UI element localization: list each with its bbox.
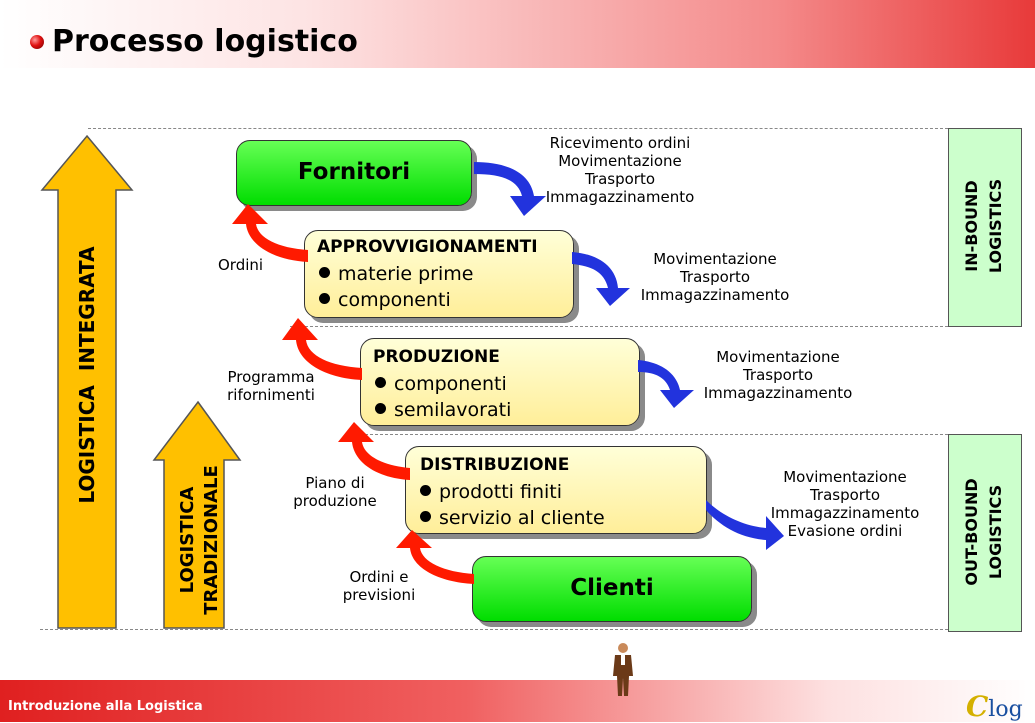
inbound-panel xyxy=(948,128,1022,327)
flow-text: Programma xyxy=(227,368,315,386)
activity-text: Movimentazione xyxy=(716,348,840,366)
list-item: componenti xyxy=(319,289,451,311)
title-bullet-icon xyxy=(30,35,44,49)
bullet-dot-icon xyxy=(375,403,386,414)
bullet-dot-icon xyxy=(420,485,431,496)
item-label: servizio al cliente xyxy=(439,507,605,529)
bullet-dot-icon xyxy=(319,293,330,304)
divider-inbound-bottom xyxy=(290,326,948,327)
flow-text: previsioni xyxy=(342,586,416,604)
item-label: componenti xyxy=(338,289,451,311)
item-label: prodotti finiti xyxy=(439,481,562,503)
logo-text: log xyxy=(988,697,1023,722)
flow-text: Ordini xyxy=(218,256,264,274)
outbound-panel xyxy=(948,434,1022,632)
outbound-line-1: OUT-BOUND xyxy=(962,478,981,586)
programma-label: Programma rifornimenti xyxy=(216,368,326,404)
programma-arrow-icon xyxy=(282,318,362,380)
fornitori-title: Fornitori xyxy=(297,159,411,185)
activity-text: Immagazzinamento xyxy=(640,286,790,304)
produzione-box: PRODUZIONE componenti semilavorati xyxy=(360,338,640,426)
list-item: semilavorati xyxy=(375,399,511,421)
ordini-label: Ordini xyxy=(218,256,263,274)
distribuzione-box: DISTRIBUZIONE prodotti finiti servizio a… xyxy=(405,446,707,534)
list-item: materie prime xyxy=(319,263,473,285)
item-label: materie prime xyxy=(338,263,474,285)
distribuzione-activities: Movimentazione Trasporto Immagazzinament… xyxy=(752,468,938,540)
integrata-text: LOGISTICA INTEGRATA xyxy=(75,246,99,504)
divider-outbound-top xyxy=(350,434,948,435)
outbound-label: OUT-BOUND LOGISTICS xyxy=(960,457,1008,607)
flow-text: produzione xyxy=(293,492,377,510)
list-item: prodotti finiti xyxy=(420,481,562,503)
previsioni-arrow-icon xyxy=(396,530,474,584)
fornitori-activities: Ricevimento ordini Movimentazione Traspo… xyxy=(520,134,720,206)
bullet-dot-icon xyxy=(375,377,386,388)
activity-text: Immagazzinamento xyxy=(703,384,853,402)
distribuzione-title: DISTRIBUZIONE xyxy=(420,455,570,475)
produzione-activities: Movimentazione Trasporto Immagazzinament… xyxy=(683,348,873,402)
piano-arrow-icon xyxy=(338,422,410,480)
page-title: Processo logistico xyxy=(52,24,358,59)
tradizionale-line-2: TRADIZIONALE xyxy=(201,465,222,615)
distribuzione-activity-arrow-icon xyxy=(706,500,784,550)
inbound-label: IN-BOUND LOGISTICS xyxy=(960,156,1008,296)
activity-text: Movimentazione xyxy=(558,152,682,170)
person-icon xyxy=(613,643,633,696)
activity-text: Trasporto xyxy=(679,268,751,286)
activity-text: Movimentazione xyxy=(783,468,907,486)
item-label: componenti xyxy=(394,373,507,395)
activity-text: Trasporto xyxy=(584,170,656,188)
list-item: componenti xyxy=(375,373,507,395)
activity-text: Trasporto xyxy=(742,366,814,384)
logistica-tradizionale-arrow xyxy=(152,400,242,629)
flow-text: Ordini e xyxy=(349,568,409,586)
title-bar xyxy=(0,0,1035,68)
ordini-arrow-icon xyxy=(232,204,308,262)
logistica-tradizionale-label: LOGISTICA TRADIZIONALE xyxy=(176,465,224,615)
logistica-integrata-label: LOGISTICA INTEGRATA xyxy=(75,205,99,545)
activity-text: Movimentazione xyxy=(653,250,777,268)
logo-c: C xyxy=(966,690,989,723)
approvvigionamenti-activities: Movimentazione Trasporto Immagazzinament… xyxy=(620,250,810,304)
activity-text: Immagazzinamento xyxy=(545,188,695,206)
inbound-line-1: IN-BOUND xyxy=(962,180,981,272)
activity-text: Immagazzinamento xyxy=(770,504,920,522)
fornitori-activity-arrow-icon xyxy=(474,162,546,216)
produzione-title: PRODUZIONE xyxy=(373,347,500,367)
logistica-integrata-arrow xyxy=(40,134,134,629)
bullet-dot-icon xyxy=(319,267,330,278)
item-label: semilavorati xyxy=(394,399,512,421)
activity-text: Evasione ordini xyxy=(787,522,903,540)
divider-top xyxy=(88,128,948,129)
clienti-title: Clienti xyxy=(570,575,654,601)
footer-bar xyxy=(0,680,1035,722)
activity-text: Trasporto xyxy=(809,486,881,504)
inbound-line-2: LOGISTICS xyxy=(986,178,1005,274)
logo: Clog xyxy=(966,690,1023,723)
flow-text: rifornimenti xyxy=(227,386,315,404)
activity-text: Ricevimento ordini xyxy=(549,134,691,152)
approvvigionamenti-box: APPROVVIGIONAMENTI materie prime compone… xyxy=(304,230,574,318)
footer-title: Introduzione alla Logistica xyxy=(8,699,203,714)
outbound-line-2: LOGISTICS xyxy=(986,484,1005,580)
fornitori-box: Fornitori xyxy=(236,140,472,206)
previsioni-label: Ordini e previsioni xyxy=(334,568,424,604)
divider-bottom xyxy=(40,629,948,630)
flow-text: Piano di xyxy=(305,474,365,492)
approvvigionamenti-title: APPROVVIGIONAMENTI xyxy=(317,237,538,257)
produzione-activity-arrow-icon xyxy=(638,360,694,408)
tradizionale-line-1: LOGISTICA xyxy=(177,486,198,594)
list-item: servizio al cliente xyxy=(420,507,605,529)
piano-label: Piano di produzione xyxy=(280,474,390,510)
bullet-dot-icon xyxy=(420,511,431,522)
approvvigionamenti-activity-arrow-icon xyxy=(572,252,630,306)
clienti-box: Clienti xyxy=(472,556,752,622)
